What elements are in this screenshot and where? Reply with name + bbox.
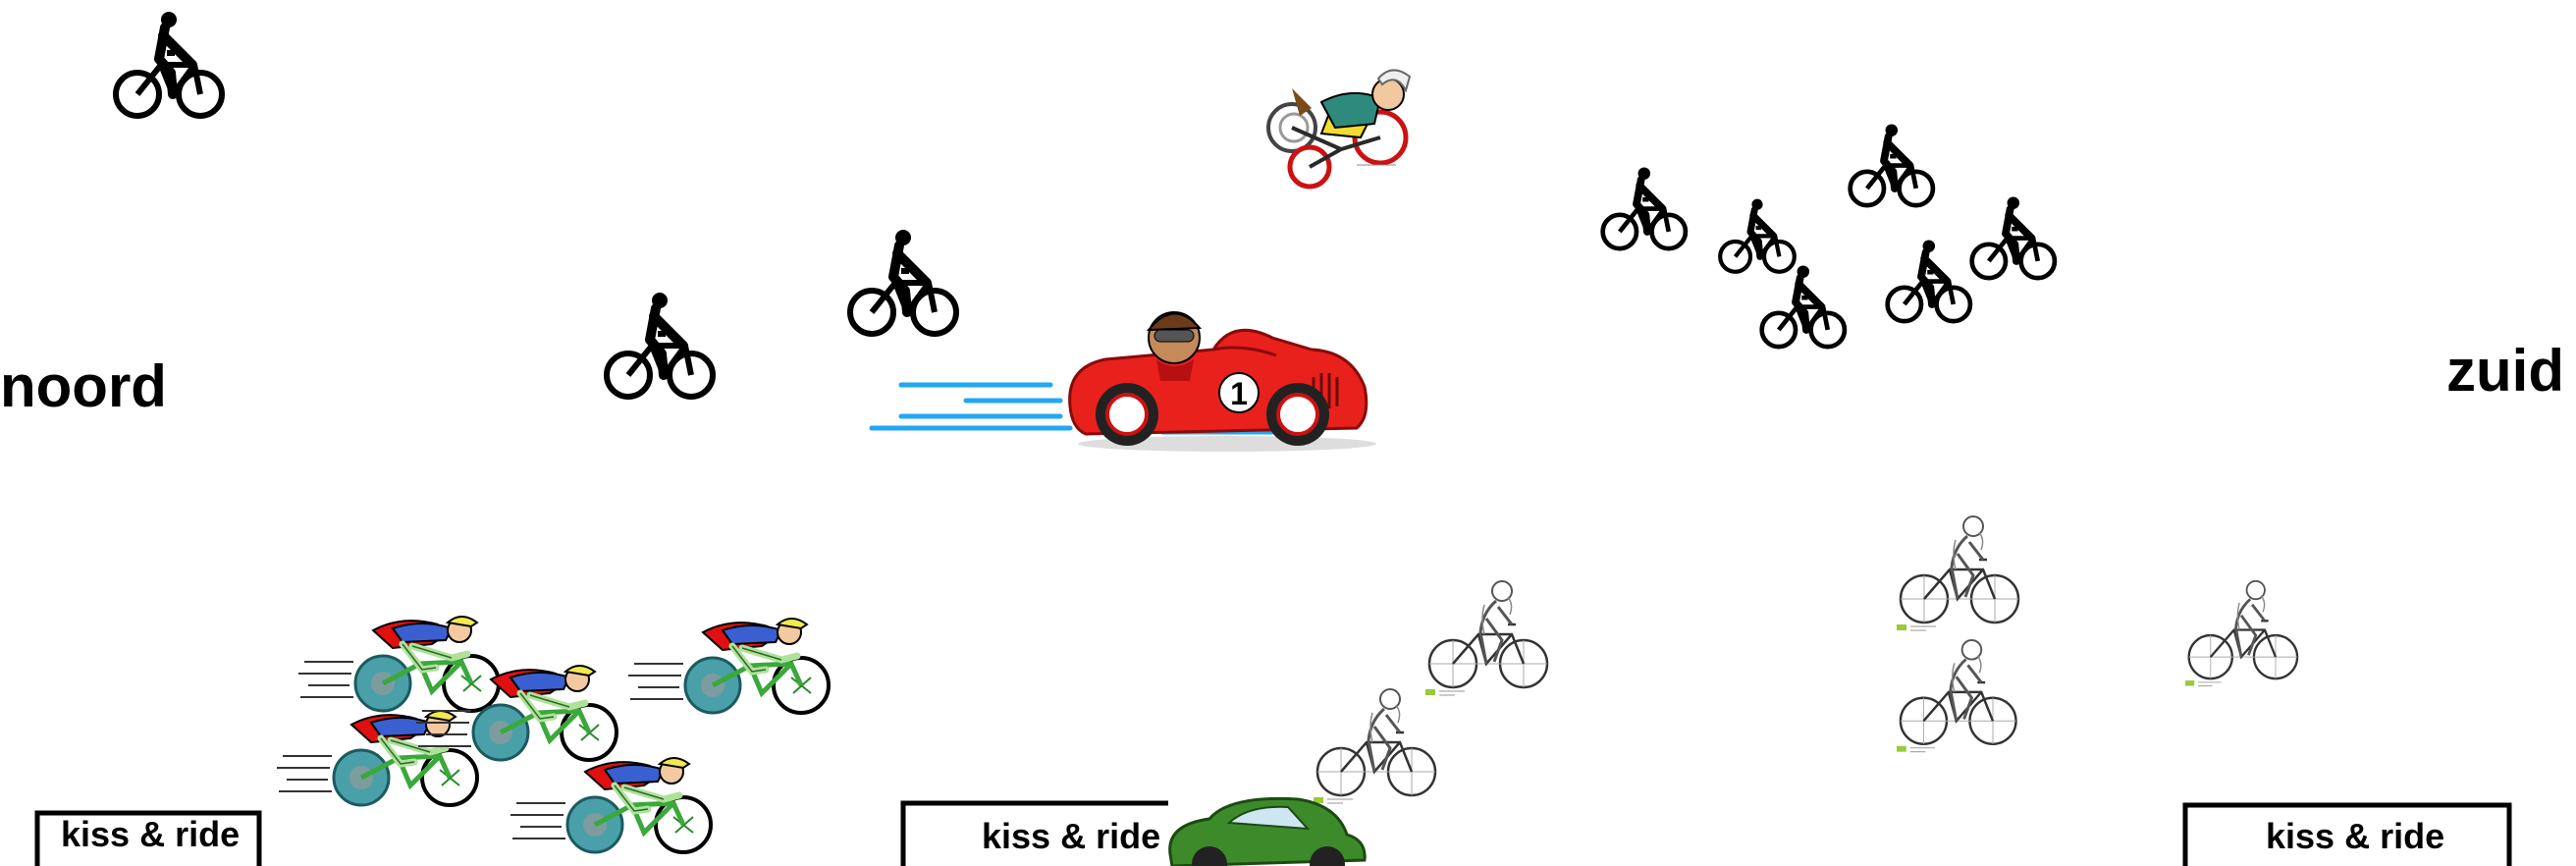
kiss-ride-label: kiss & ride bbox=[61, 817, 240, 852]
cyclist-icon bbox=[1972, 196, 2055, 278]
sketch-cyclist-icon bbox=[1897, 516, 2018, 630]
sketch-cyclist-icon bbox=[1897, 640, 2016, 752]
cyclist-icon bbox=[1603, 167, 1686, 248]
cyclist-icon bbox=[1762, 265, 1845, 347]
cyclist-icon bbox=[1851, 124, 1933, 205]
cyclist-icon bbox=[1888, 240, 1970, 321]
car-number: 1 bbox=[1230, 376, 1248, 411]
race-car-icon: 1 bbox=[1070, 312, 1376, 452]
label-south: zuid bbox=[2446, 342, 2564, 401]
recumbent-bike-icon bbox=[1268, 70, 1410, 187]
sketch-cyclist-icon bbox=[2185, 581, 2297, 686]
cyclist-icon bbox=[607, 293, 713, 397]
cyclist-icon bbox=[1720, 199, 1795, 272]
racing-cyclist-icon bbox=[298, 617, 499, 711]
kiss-ride-label: kiss & ride bbox=[982, 819, 1160, 854]
kiss-ride-label: kiss & ride bbox=[2266, 819, 2444, 854]
label-north: noord bbox=[0, 357, 167, 416]
cyclist-icon bbox=[850, 230, 956, 334]
racing-cyclist-icon bbox=[277, 711, 477, 805]
racing-cyclist-icon bbox=[628, 619, 829, 713]
sketch-cyclist-icon bbox=[1314, 689, 1435, 803]
cyclist-icon bbox=[116, 12, 222, 116]
racing-cyclist-icon bbox=[510, 758, 711, 852]
sketch-cyclist-icon bbox=[1425, 581, 1547, 695]
vintage-car-icon bbox=[1170, 798, 1366, 866]
